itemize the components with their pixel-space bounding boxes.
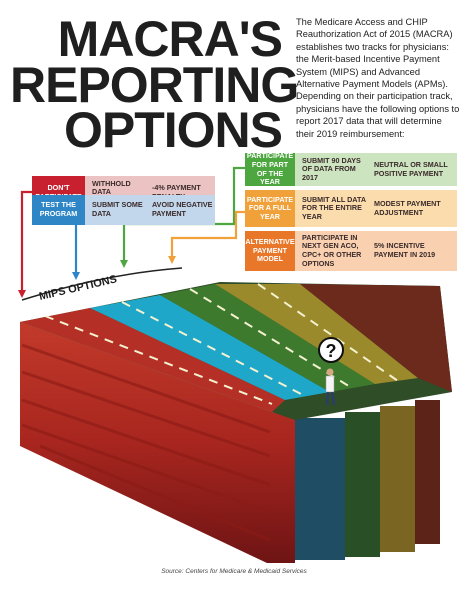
soil-strata xyxy=(21,343,271,542)
stripe-dark xyxy=(300,284,452,392)
arrow-orange xyxy=(170,210,245,258)
result-apm: 5% INCENTIVE PAYMENT IN 2019 xyxy=(367,231,457,271)
result-part-year: NEUTRAL OR SMALL POSITIVE PAYMENT xyxy=(367,153,457,186)
action-apm: PARTICIPATE IN NEXT GEN ACO, CPC+ OR OTH… xyxy=(295,231,367,271)
column-green xyxy=(345,412,380,557)
action-full-year: SUBMIT ALL DATA FOR THE ENTIRE YEAR xyxy=(295,190,367,227)
mips-banner-line xyxy=(21,267,183,301)
label-part-year: PARTICIPATE FOR PART OF THE YEAR xyxy=(245,151,295,187)
action-test-program: SUBMIT SOME DATA xyxy=(85,195,145,225)
title-line-1: MACRA'S xyxy=(57,11,283,67)
arrow-green xyxy=(122,166,245,262)
label-apm: ALTERNATIVE PAYMENT MODEL xyxy=(245,231,295,271)
mips-road-illustration: MIPS OPTIONS ? xyxy=(18,166,452,563)
doctor-figure xyxy=(325,368,336,406)
column-red xyxy=(415,400,440,544)
question-bubble xyxy=(318,337,344,363)
question-mark: ? xyxy=(326,341,337,361)
intro-paragraph: The Medicare Access and CHIP Reauthoriza… xyxy=(296,17,460,139)
column-blue xyxy=(295,418,345,560)
soil-front xyxy=(20,322,295,563)
mips-options-label: MIPS OPTIONS xyxy=(38,273,118,303)
column-orange xyxy=(380,406,415,552)
label-full-year: PARTICIPATE FOR A FULL YEAR xyxy=(245,190,295,227)
label-test-program: TEST THE PROGRAM xyxy=(32,195,85,225)
source-note: Source: Centers for Medicare & Medicaid … xyxy=(161,568,307,575)
arrow-red xyxy=(20,190,32,292)
stripe-green xyxy=(160,284,375,392)
title-line-3: OPTIONS xyxy=(63,102,283,158)
lane-dashes xyxy=(44,283,399,405)
title-line-2: REPORTING xyxy=(10,57,299,113)
stripe-red xyxy=(20,308,285,412)
action-part-year: SUBMIT 90 DAYS OF DATA FROM 2017 xyxy=(295,153,367,186)
option-arrows xyxy=(18,166,245,298)
result-full-year: MODEST PAYMENT ADJUSTMENT xyxy=(367,190,457,227)
result-test-program: AVOID NEGATIVE PAYMENT xyxy=(145,195,215,225)
